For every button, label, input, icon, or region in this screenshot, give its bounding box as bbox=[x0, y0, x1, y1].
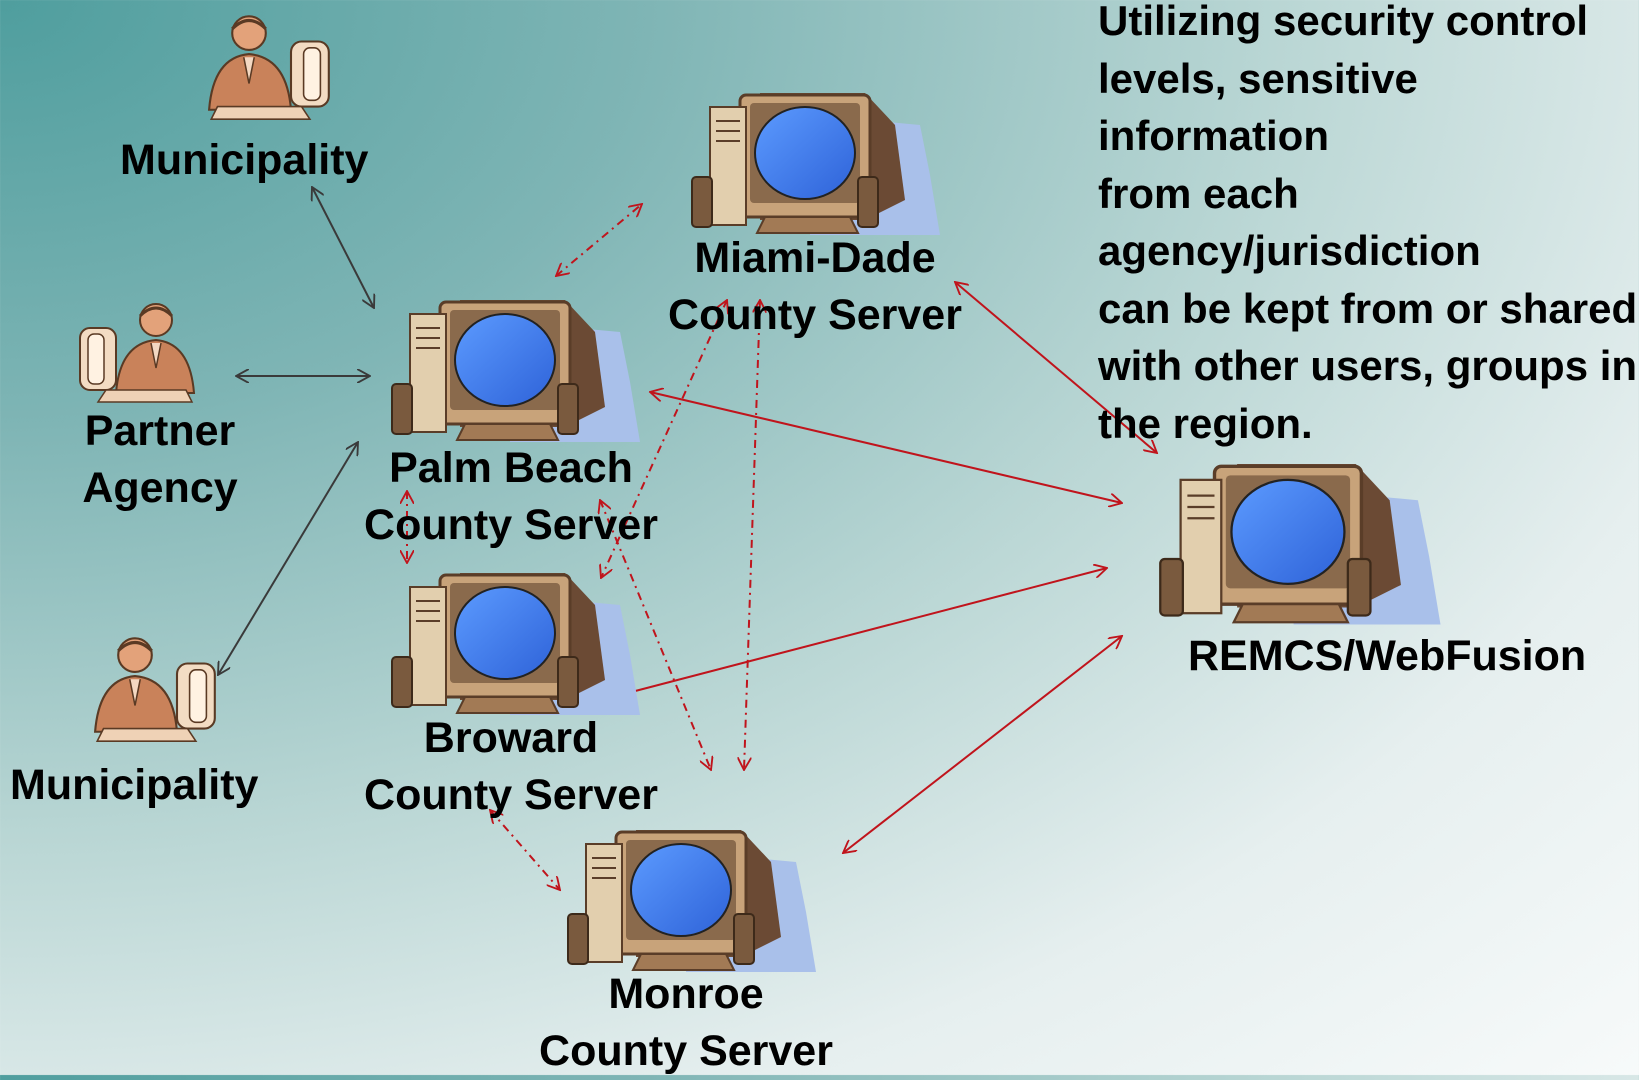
partner-agency-line2: Agency bbox=[82, 464, 238, 512]
monroe-line2: County Server bbox=[539, 1027, 833, 1075]
link-monroe-remcs bbox=[843, 636, 1122, 853]
broward-line1: Broward bbox=[423, 714, 599, 762]
security-note: Utilizing security control levels, sensi… bbox=[1098, 0, 1638, 447]
link-palm-beach-remcs bbox=[650, 392, 1122, 503]
broward-label: Broward County Server bbox=[340, 710, 682, 824]
miami-dade-label: Miami-Dade County Server bbox=[640, 230, 990, 344]
municipality-top-person-icon bbox=[207, 14, 331, 121]
link-municipality-top-palm-beach bbox=[312, 187, 374, 308]
palm-beach-line2: County Server bbox=[364, 501, 658, 549]
partner-agency-line1: Partner bbox=[84, 407, 236, 455]
remcs-label-text: REMCS/WebFusion bbox=[1188, 632, 1587, 680]
link-miami-dade-monroe bbox=[744, 300, 760, 770]
link-palm-beach-monroe bbox=[600, 500, 711, 770]
monroe-label: Monroe County Server bbox=[515, 966, 857, 1080]
link-municipality-bottom-palm-beach bbox=[218, 442, 358, 675]
municipality-top-label: Municipality bbox=[120, 132, 368, 189]
link-palm-beach-miami-dade bbox=[556, 204, 642, 276]
palm-beach-line1: Palm Beach bbox=[389, 444, 633, 492]
monroe-computer-icon bbox=[566, 828, 818, 974]
broward-computer-icon bbox=[390, 571, 642, 717]
link-broward-monroe bbox=[490, 810, 560, 890]
broward-line2: County Server bbox=[364, 771, 658, 819]
palm-beach-computer-icon bbox=[390, 298, 642, 444]
municipality-top-label-text: Municipality bbox=[120, 136, 369, 184]
municipality-bottom-label-text: Municipality bbox=[10, 761, 259, 809]
partner-agency-person-icon bbox=[78, 302, 196, 404]
local-links bbox=[218, 187, 374, 675]
remcs-links bbox=[620, 282, 1157, 853]
miami-dade-line1: Miami-Dade bbox=[694, 234, 936, 282]
monroe-line1: Monroe bbox=[608, 970, 764, 1018]
link-broward-remcs bbox=[620, 568, 1107, 695]
palm-beach-label: Palm Beach County Server bbox=[340, 440, 682, 554]
partner-agency-label: Partner Agency bbox=[68, 403, 252, 517]
miami-dade-line2: County Server bbox=[668, 291, 962, 339]
municipality-bottom-person-icon bbox=[93, 636, 217, 743]
remcs-label: REMCS/WebFusion bbox=[1188, 628, 1586, 685]
municipality-bottom-label: Municipality bbox=[10, 757, 258, 814]
remcs-computer-icon bbox=[1158, 462, 1443, 627]
county-links bbox=[407, 204, 760, 890]
miami-dade-computer-icon bbox=[690, 91, 942, 237]
